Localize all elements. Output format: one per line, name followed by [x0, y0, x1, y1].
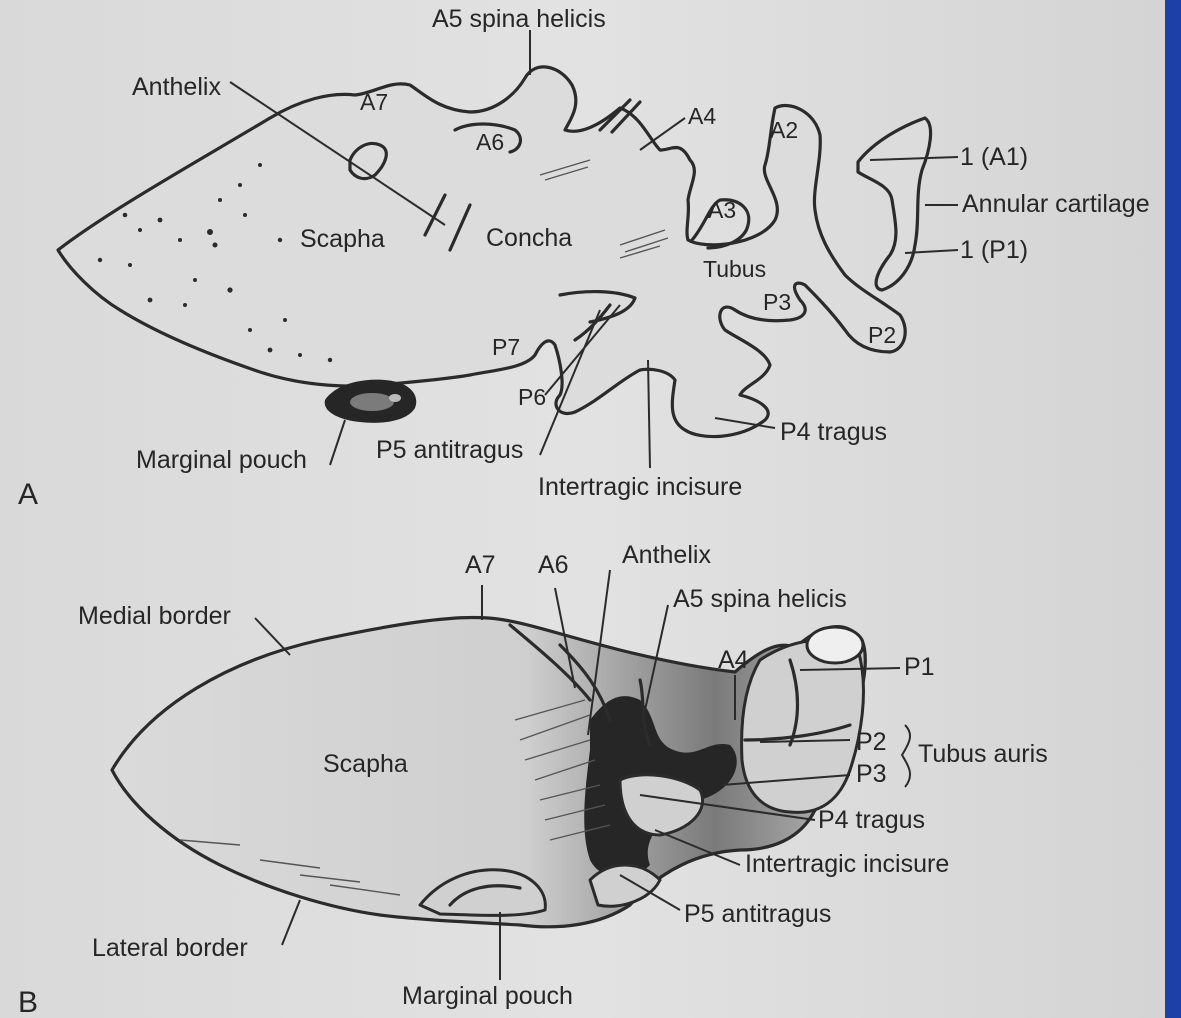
label-a-a2: A2	[770, 117, 798, 143]
label-a-annular-cartilage: Annular cartilage	[962, 190, 1150, 218]
label-a-a7: A7	[360, 89, 388, 115]
label-a-scapha: Scapha	[300, 225, 385, 253]
label-b-tubus-auris: Tubus auris	[918, 740, 1048, 768]
label-b-medial-border: Medial border	[78, 602, 231, 630]
label-b-a7: A7	[465, 551, 496, 579]
label-a-a6: A6	[476, 129, 504, 155]
label-b-anthelix: Anthelix	[622, 541, 711, 569]
label-a-a3: A3	[708, 197, 736, 223]
label-a-intertragic-incisure: Intertragic incisure	[538, 473, 742, 501]
label-b-lateral-border: Lateral border	[92, 934, 248, 962]
label-a-a4: A4	[688, 103, 716, 129]
label-b-marginal-pouch: Marginal pouch	[402, 982, 573, 1010]
panel-a-letter: A	[18, 478, 38, 511]
label-b-intertragic-incisure: Intertragic incisure	[745, 850, 949, 878]
screen-edge-strip	[1165, 0, 1181, 1018]
label-a-tubus: Tubus	[703, 256, 766, 282]
label-a-a5-spina-helicis: A5 spina helicis	[432, 5, 606, 33]
label-b-a4: A4	[718, 646, 749, 674]
label-a-p4-tragus: P4 tragus	[780, 418, 887, 446]
label-b-p5-antitragus: P5 antitragus	[684, 900, 831, 928]
label-b-a6: A6	[538, 551, 569, 579]
label-a-1-a1: 1 (A1)	[960, 143, 1028, 171]
label-a-anthelix: Anthelix	[132, 73, 221, 101]
panel-b-letter: B	[18, 986, 38, 1018]
label-a-1-p1: 1 (P1)	[960, 236, 1028, 264]
label-b-p2: P2	[856, 728, 887, 756]
label-a-p3: P3	[763, 289, 791, 315]
label-a-p7: P7	[492, 334, 520, 360]
label-b-p4-tragus: P4 tragus	[818, 806, 925, 834]
label-a-p5-antitragus: P5 antitragus	[376, 436, 523, 464]
label-b-scapha: Scapha	[323, 750, 408, 778]
label-a-p6: P6	[518, 384, 546, 410]
tube-opening	[807, 627, 863, 663]
label-a-marginal-pouch: Marginal pouch	[136, 446, 307, 474]
label-a-p2: P2	[868, 322, 896, 348]
label-b-p3: P3	[856, 760, 887, 788]
label-b-p1: P1	[904, 653, 935, 681]
label-a-concha: Concha	[486, 224, 572, 252]
label-b-a5-spina-helicis: A5 spina helicis	[673, 585, 847, 613]
